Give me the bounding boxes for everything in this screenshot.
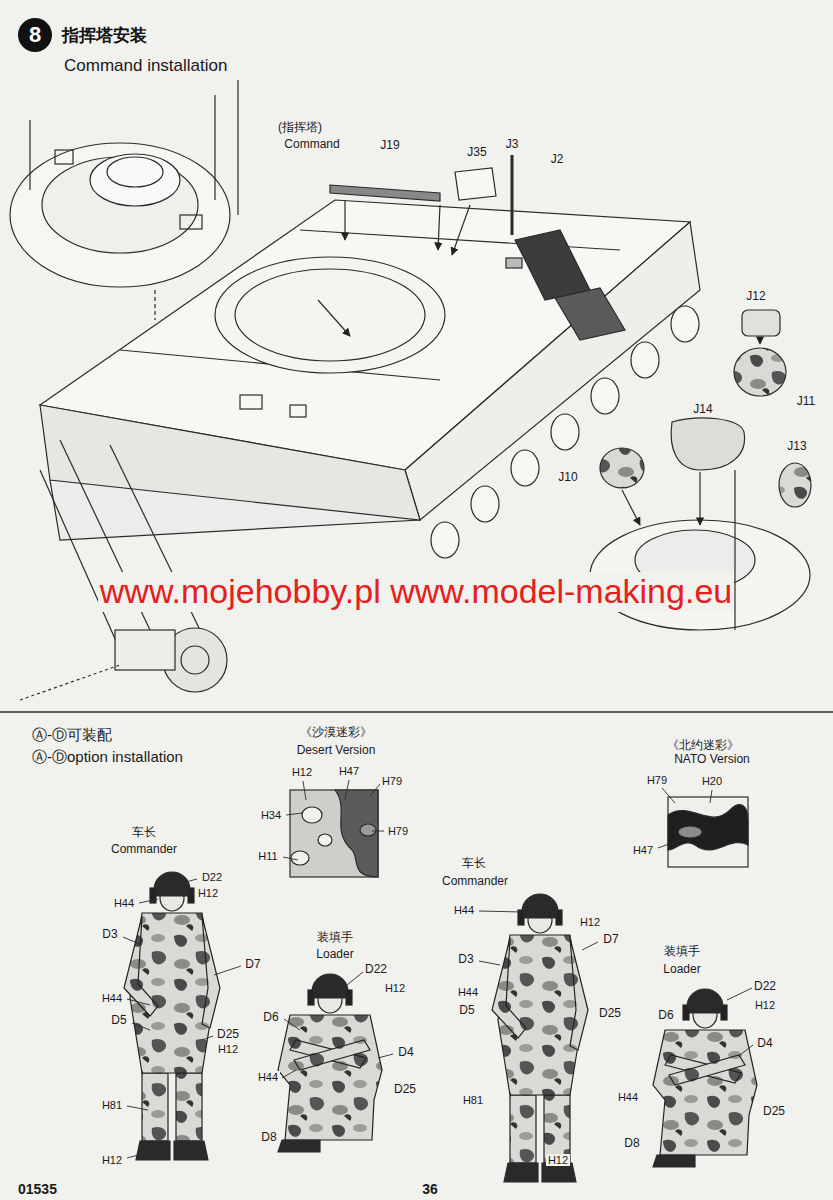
part-number: H34 [259,809,283,822]
part-number: H47 [631,844,655,857]
caption-text: Desert Version [295,744,378,758]
part-number: H47 [337,765,361,778]
part-number: H44 [112,897,136,910]
part-number: D3 [100,928,119,942]
caption-text: Commander [440,875,510,889]
part-number: J13 [785,440,808,454]
part-number: J35 [465,146,488,160]
step-number: 8 [29,22,41,48]
caption-text: Loader [661,963,702,977]
caption-text: Command installation [62,56,229,76]
part-number: D7 [243,958,262,972]
step-number-badge: 8 [18,18,52,52]
part-number: D6 [261,1011,280,1025]
part-number: J10 [556,471,579,485]
part-number: D25 [761,1105,787,1119]
part-number: H12 [216,1043,240,1056]
caption-text: NATO Version [672,753,752,767]
part-number: H44 [452,904,476,917]
part-number: D7 [601,933,620,947]
part-number: H44 [456,986,480,999]
caption-text: 车长 [460,857,488,871]
part-number: H44 [100,992,124,1005]
part-number: D5 [457,1004,476,1018]
part-number: J12 [744,290,767,304]
part-number: D22 [752,980,778,994]
page-number: 01535 [16,1181,59,1197]
caption-text: 装填手 [315,931,355,945]
caption-text: 《沙漠迷彩》 [298,726,374,740]
part-number: D25 [392,1083,418,1097]
part-number: H44 [616,1091,640,1104]
part-number: J14 [691,403,714,417]
caption-text: Command [282,138,341,152]
caption-text: Ⓐ-Ⓓ可装配 [30,726,114,743]
part-number: J2 [549,153,566,167]
part-number: D3 [456,953,475,967]
part-number: H12 [753,999,777,1012]
part-number: H12 [546,1154,570,1167]
caption-text: 车长 [130,826,158,840]
caption-text: Ⓐ-Ⓓoption installation [30,748,185,765]
part-number: J3 [504,138,521,152]
caption-text: 《北约迷彩》 [665,739,741,753]
step-title: 指挥塔安装 [62,24,147,47]
part-number: D5 [109,1014,128,1028]
part-number: H79 [386,825,410,838]
part-number: J11 [795,395,817,409]
part-number: H79 [380,775,404,788]
part-number: H44 [256,1071,280,1084]
caption-text: Loader [314,948,355,962]
caption-text: Commander [109,843,179,857]
part-number: H12 [290,766,314,779]
part-number: H20 [700,775,724,788]
part-number: D22 [200,871,224,884]
part-number: D6 [656,1009,675,1023]
part-number: D8 [622,1137,641,1151]
caption-text: 装填手 [662,945,702,959]
part-number: H11 [256,850,279,863]
part-number: H12 [578,916,602,929]
part-number: H81 [100,1099,124,1112]
part-number: D4 [396,1046,415,1060]
part-number: D8 [259,1131,278,1145]
part-number: J19 [378,139,401,153]
watermark: www.mojehobby.pl www.model-making.eu [98,572,734,611]
part-number: D25 [597,1007,623,1021]
page-number: 36 [420,1181,440,1197]
caption-text: (指挥塔) [276,121,324,135]
part-number: H79 [645,774,669,787]
part-number: H81 [461,1094,485,1107]
part-number: H12 [100,1154,124,1167]
part-number: D4 [755,1037,774,1051]
part-number: H12 [196,887,220,900]
part-number: D25 [215,1028,241,1042]
part-number: D22 [363,963,389,977]
part-number: H12 [383,982,407,995]
